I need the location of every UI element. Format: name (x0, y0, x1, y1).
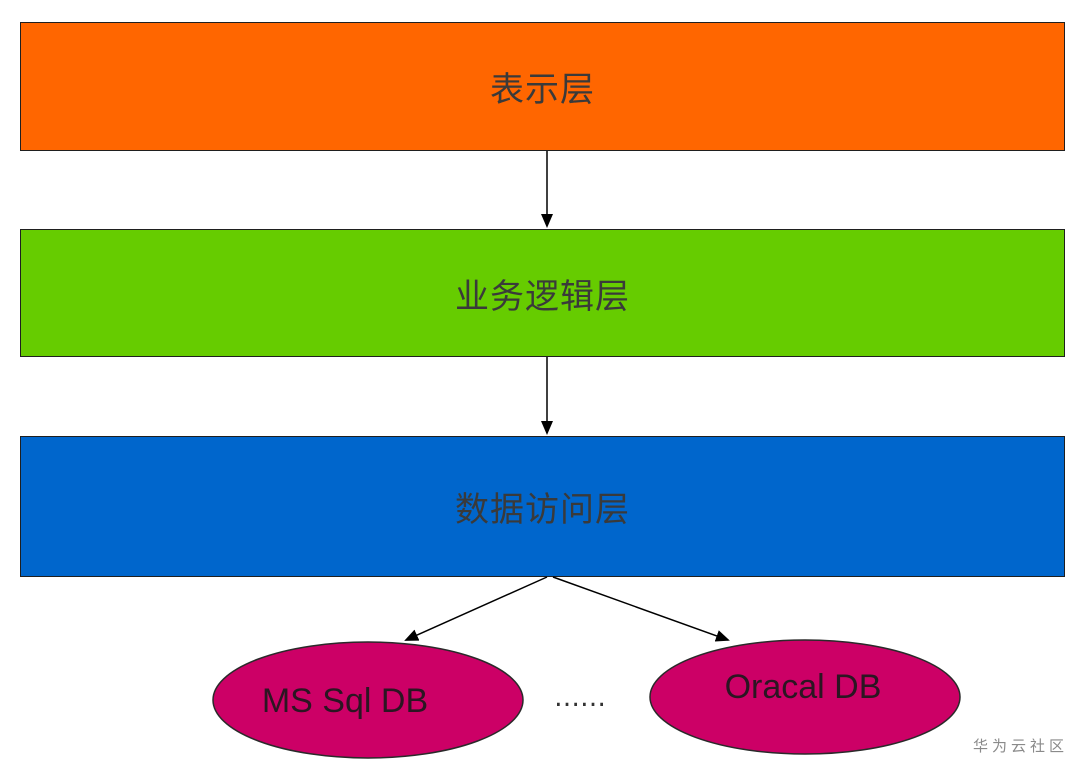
ellipsis-dots: …… (554, 683, 606, 713)
data-access-layer-box: 数据访问层 (20, 436, 1065, 577)
presentation-layer-box: 表示层 (20, 22, 1065, 151)
watermark-text: 华为云社区 (972, 737, 1068, 755)
data-access-layer-label: 数据访问层 (455, 490, 630, 530)
arrow-data-to-oracle (552, 576, 730, 642)
oracle-db-ellipse (649, 639, 961, 755)
mssql-db-label: MS Sql DB (262, 682, 428, 720)
business-logic-layer-label: 业务逻辑层 (455, 276, 630, 317)
mssql-db-ellipse (212, 641, 524, 759)
oracle-db-label: Oracal DB (725, 668, 882, 706)
presentation-layer-label: 表示层 (490, 70, 595, 110)
arrow-data-to-mssql (404, 576, 548, 641)
business-logic-layer-box: 业务逻辑层 (20, 229, 1065, 357)
